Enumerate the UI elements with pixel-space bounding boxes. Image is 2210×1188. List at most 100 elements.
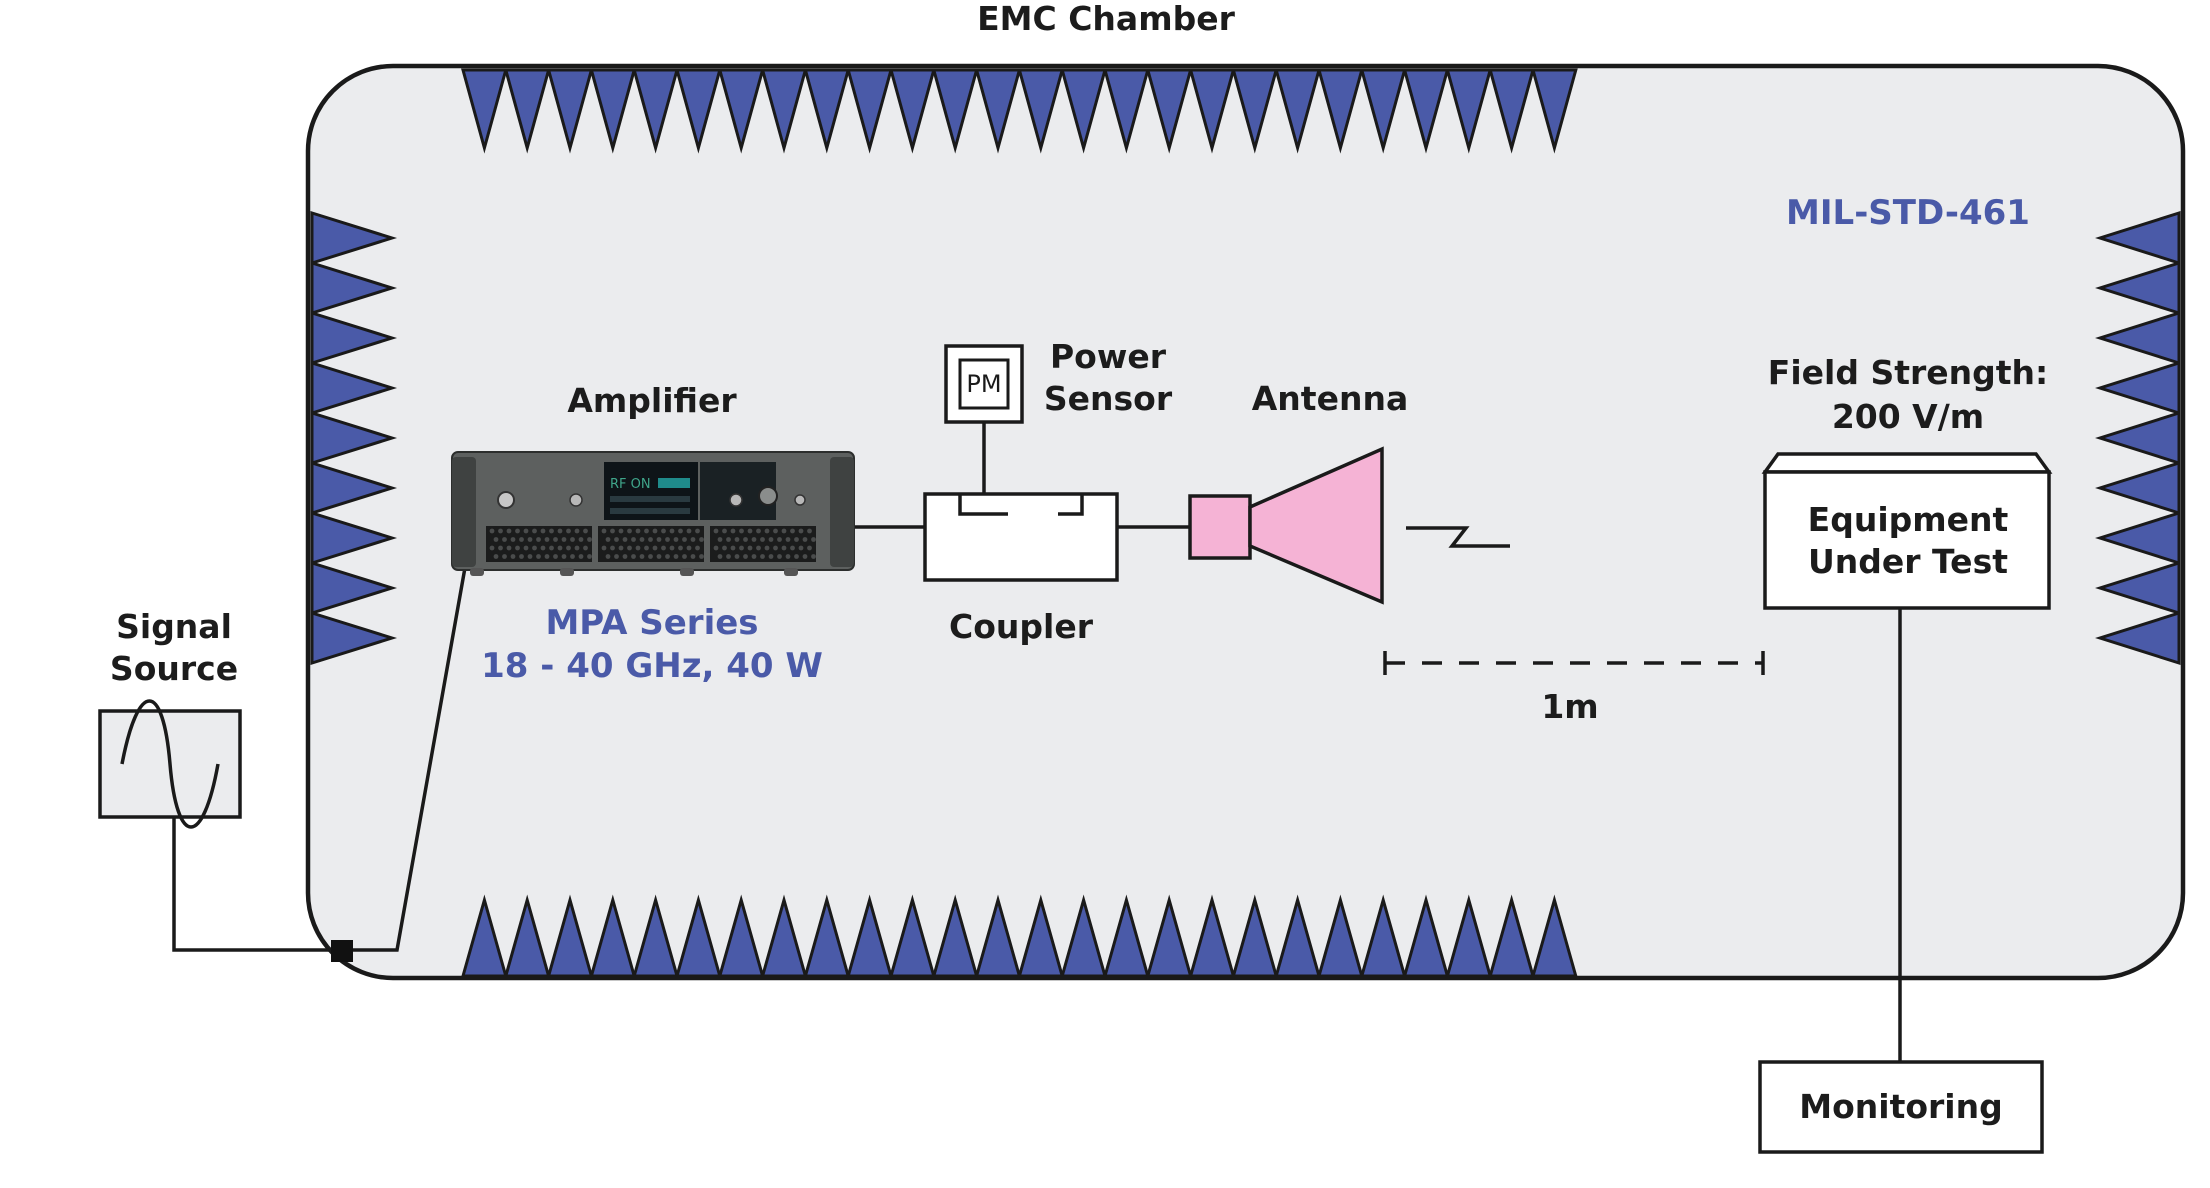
absorber-cone <box>1060 894 1107 978</box>
svg-text:RF ON: RF ON <box>610 477 651 492</box>
horn-antenna[interactable] <box>1188 446 1384 605</box>
field-strength-label: Field Strength: <box>1768 353 2048 392</box>
absorber-cone <box>310 610 398 666</box>
absorber-cone <box>675 894 722 978</box>
absorber-cone <box>1531 894 1578 978</box>
signal-cable <box>172 561 468 952</box>
absorber-cone <box>2095 510 2181 566</box>
absorber-cone <box>1274 894 1321 978</box>
absorber-cone <box>2095 610 2181 666</box>
monitoring-label: Monitoring <box>1799 1087 2002 1126</box>
absorber-cone <box>1359 894 1407 978</box>
absorber-cone <box>760 68 808 154</box>
equipment-under-test[interactable] <box>1761 452 2053 610</box>
absorber-cone <box>1445 68 1493 154</box>
eut-label-2: Under Test <box>1808 542 2008 581</box>
chamber-title: EMC Chamber <box>977 0 1235 38</box>
sine-wave-icon <box>120 699 220 829</box>
coupler[interactable] <box>923 492 1119 582</box>
absorber-cone <box>310 460 398 516</box>
radiation-icon <box>1406 526 1510 548</box>
rf-connector-icon <box>497 491 515 509</box>
absorber-cone <box>1188 894 1236 978</box>
absorber-cone <box>310 560 398 616</box>
absorber-cone <box>974 68 1022 154</box>
absorber-cone <box>461 68 508 154</box>
absorber-cones <box>310 68 2181 978</box>
power-sensor-label: Power <box>1050 337 1167 376</box>
absorber-cone <box>1103 894 1150 978</box>
power-sensor-label-2: Sensor <box>1044 379 1173 418</box>
absorber-cone <box>503 894 551 978</box>
absorber-cone <box>589 68 637 154</box>
eut-label: Equipment <box>1808 500 2009 539</box>
absorber-cone <box>1060 68 1107 154</box>
absorber-cone <box>1274 68 1321 154</box>
absorber-cone <box>1017 894 1065 978</box>
absorber-cone <box>1402 894 1450 978</box>
feedthrough-connector <box>331 940 353 962</box>
signal-source-label-2: Source <box>110 649 238 688</box>
absorber-cone <box>2095 210 2181 266</box>
absorber-cone <box>931 894 979 978</box>
amplifier-unit[interactable]: RF ON <box>451 451 855 576</box>
absorber-cone <box>632 894 679 978</box>
coupler-label: Coupler <box>949 607 1094 646</box>
absorber-cone <box>846 894 893 978</box>
absorber-cone <box>1317 894 1364 978</box>
absorber-cone <box>1359 68 1407 154</box>
absorber-cone <box>2095 360 2181 416</box>
absorber-cone <box>2095 310 2181 366</box>
signal-source-label: Signal <box>116 607 232 646</box>
absorber-cone <box>2095 460 2181 516</box>
absorber-cone <box>1103 68 1150 154</box>
power-knob-icon <box>758 486 778 506</box>
monitoring-box[interactable] <box>1758 1060 2044 1154</box>
absorber-cone <box>931 68 979 154</box>
absorber-cone <box>889 68 936 154</box>
absorber-cone <box>2095 260 2181 316</box>
amplifier-label: Amplifier <box>567 381 737 420</box>
distance-label: 1m <box>1541 687 1598 726</box>
absorber-cone <box>546 894 594 978</box>
vent-grille <box>486 526 816 562</box>
signal-source[interactable] <box>98 699 242 829</box>
absorber-cone <box>717 68 765 154</box>
absorber-cone <box>1488 894 1535 978</box>
antenna-label: Antenna <box>1252 379 1408 418</box>
absorber-cone <box>1402 68 1450 154</box>
absorber-cone <box>1017 68 1065 154</box>
absorber-cone <box>760 894 808 978</box>
absorber-cone <box>503 68 551 154</box>
absorber-cone <box>1317 68 1364 154</box>
absorber-cone <box>310 260 398 316</box>
absorber-cone <box>589 894 637 978</box>
absorber-cone <box>803 68 851 154</box>
absorber-cone <box>974 894 1022 978</box>
pm-icon-text: PM <box>966 370 1001 398</box>
absorber-cone <box>310 310 398 366</box>
absorber-cone <box>675 68 722 154</box>
absorber-cone <box>1231 894 1279 978</box>
absorber-cone <box>310 410 398 466</box>
absorber-cone <box>310 210 398 266</box>
absorber-cone <box>1445 894 1493 978</box>
absorber-cone <box>846 68 893 154</box>
absorber-cone <box>1188 68 1236 154</box>
absorber-cone <box>1488 68 1535 154</box>
absorber-cone <box>889 894 936 978</box>
absorber-cone <box>1531 68 1578 154</box>
amplifier-spec: 18 - 40 GHz, 40 W <box>481 646 823 686</box>
absorber-cone <box>717 894 765 978</box>
absorber-cone <box>2095 410 2181 466</box>
absorber-cone <box>546 68 594 154</box>
absorber-cone <box>1145 894 1193 978</box>
absorber-cone <box>632 68 679 154</box>
power-sensor[interactable]: PM <box>944 344 1024 424</box>
absorber-cone <box>1231 68 1279 154</box>
absorber-cone <box>310 510 398 566</box>
amplifier-series: MPA Series <box>545 603 758 643</box>
standard-label: MIL-STD-461 <box>1786 193 2030 233</box>
absorber-cone <box>461 894 508 978</box>
